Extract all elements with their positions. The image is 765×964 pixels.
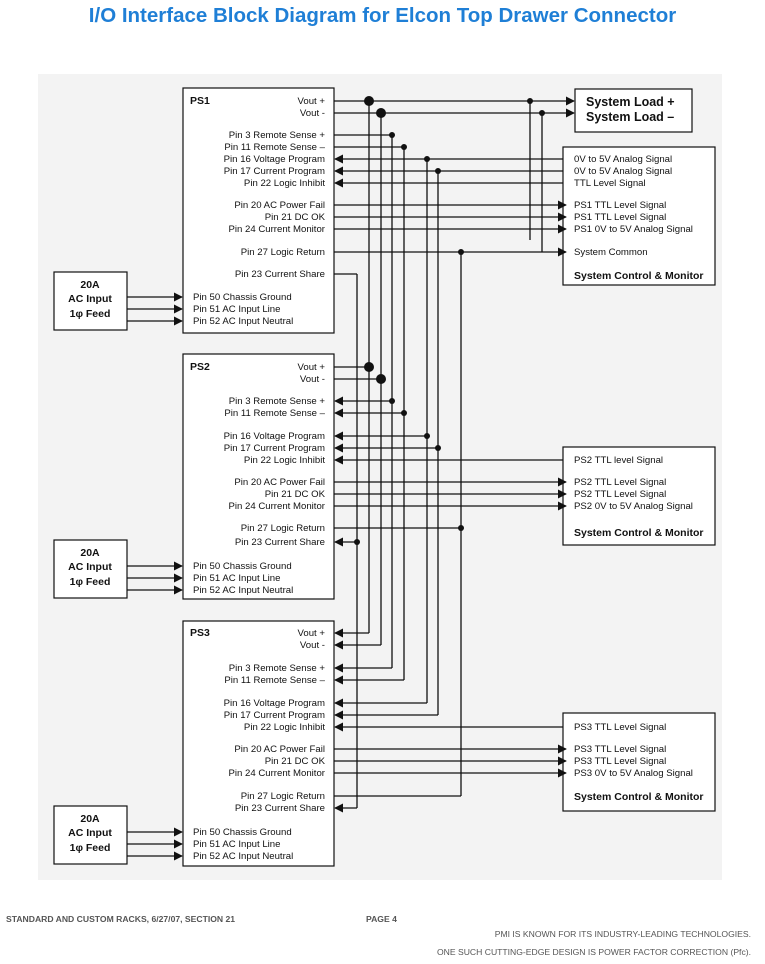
ac-input-label: 20A — [80, 279, 100, 291]
ps3-pin-label: Pin 23 Current Share — [235, 803, 325, 814]
ps2-pin-label: Pin 16 Voltage Program — [224, 431, 325, 442]
ps3-pin-label: Vout + — [298, 628, 326, 639]
ac-input-box-3 — [53, 805, 128, 865]
ps1-pin-label: Pin 24 Current Monitor — [228, 224, 325, 235]
system-load-minus: System Load – — [586, 110, 674, 124]
control-box-1 — [562, 146, 716, 286]
ps1-pin-label: Pin 51 AC Input Line — [193, 304, 280, 315]
ps3-pin-label: Vout - — [300, 640, 325, 651]
footer-tagline-2: ONE SUCH CUTTING-EDGE DESIGN IS POWER FA… — [436, 947, 751, 957]
footer-tagline-1: PMI IS KNOWN FOR ITS INDUSTRY-LEADING TE… — [494, 929, 751, 939]
footer-section: STANDARD AND CUSTOM RACKS, 6/27/07, SECT… — [6, 914, 236, 924]
ps3-pin-labels: Vout + Vout - Pin 3 Remote Sense + Pin 1… — [224, 628, 326, 814]
control-signal-label: PS1 TTL Level Signal — [574, 212, 666, 223]
ps2-pin-label: Pin 52 AC Input Neutral — [193, 585, 293, 596]
ac-input-label: 1φ Feed — [70, 842, 111, 854]
ps2-pin-label: Pin 20 AC Power Fail — [234, 477, 325, 488]
ps1-pin-label: Pin 50 Chassis Ground — [193, 292, 292, 303]
ac-input-box-2 — [53, 539, 128, 599]
ps3-pin-label: Pin 17 Current Program — [224, 710, 325, 721]
ps1-pin-label: Pin 17 Current Program — [224, 166, 325, 177]
ps2-pin-label: Vout - — [300, 374, 325, 385]
ps1-pin-label: Vout + — [298, 96, 326, 107]
ps1-pin-label: Pin 20 AC Power Fail — [234, 200, 325, 211]
ps1-pin-label: Pin 3 Remote Sense + — [229, 130, 326, 141]
ps3-pin-label: Pin 51 AC Input Line — [193, 839, 280, 850]
system-load-box — [574, 88, 693, 133]
ps2-pin-label: Vout + — [298, 362, 326, 373]
control-signal-label: System Common — [574, 247, 648, 258]
control-signal-label: PS3 TTL Level Signal — [574, 722, 666, 733]
ps1-pin-label: Vout - — [300, 108, 325, 119]
ps2-pin-label: Pin 21 DC OK — [265, 489, 326, 500]
ps1-pin-labels: Vout + Vout - Pin 3 Remote Sense + Pin 1… — [224, 96, 326, 280]
ps2-name: PS2 — [190, 361, 210, 373]
ac-input-label: 20A — [80, 813, 100, 825]
footer-page-number: PAGE 4 — [366, 914, 397, 924]
ps3-pin-label: Pin 11 Remote Sense – — [224, 675, 325, 686]
control-signal-label: PS1 0V to 5V Analog Signal — [574, 224, 693, 235]
ps2-pin-label: Pin 23 Current Share — [235, 537, 325, 548]
ps2-pin-labels: Vout + Vout - Pin 3 Remote Sense + Pin 1… — [224, 362, 326, 548]
ac-input-label: AC Input — [68, 827, 112, 839]
control-signal-label: PS1 TTL Level Signal — [574, 200, 666, 211]
ps1-pin-label: Pin 21 DC OK — [265, 212, 326, 223]
ac-input-labels-1: 20A AC Input 1φ Feed — [68, 279, 112, 320]
ps1-pin-label: Pin 52 AC Input Neutral — [193, 316, 293, 327]
ps3-box — [182, 620, 335, 867]
ps3-pin-label: Pin 50 Chassis Ground — [193, 827, 292, 838]
ps3-name: PS3 — [190, 627, 210, 639]
ac-input-label: 20A — [80, 547, 100, 559]
ps1-pin-label: Pin 11 Remote Sense – — [224, 142, 325, 153]
control-signal-label: PS2 TTL Level Signal — [574, 489, 666, 500]
control-signal-label: PS3 TTL Level Signal — [574, 744, 666, 755]
ps3-pin-label: Pin 52 AC Input Neutral — [193, 851, 293, 862]
control-box-2 — [562, 446, 716, 546]
ps3-pin-label: Pin 3 Remote Sense + — [229, 663, 326, 674]
control-signal-label: PS3 0V to 5V Analog Signal — [574, 768, 693, 779]
control-signal-label: TTL Level Signal — [574, 178, 646, 189]
junction-dots — [354, 96, 545, 545]
ps1-name: PS1 — [190, 95, 210, 107]
ac-input-label: 1φ Feed — [70, 308, 111, 320]
ac-input-labels-2: 20A AC Input 1φ Feed — [68, 547, 112, 588]
ps2-pin-label: Pin 27 Logic Return — [241, 523, 325, 534]
control-signal-label: PS3 TTL Level Signal — [574, 756, 666, 767]
ps2-pin-label: Pin 11 Remote Sense – — [224, 408, 325, 419]
ps1-pin-label: Pin 23 Current Share — [235, 269, 325, 280]
ps2-pin-label: Pin 22 Logic Inhibit — [244, 455, 325, 466]
control-box-title: System Control & Monitor — [574, 270, 704, 282]
ps1-box — [182, 87, 335, 334]
control-box-title: System Control & Monitor — [574, 791, 704, 803]
ac-input-label: AC Input — [68, 293, 112, 305]
control-signal-label: 0V to 5V Analog Signal — [574, 166, 672, 177]
ac-input-labels-3: 20A AC Input 1φ Feed — [68, 813, 112, 854]
system-load-plus: System Load + — [586, 95, 675, 109]
ac-input-label: AC Input — [68, 561, 112, 573]
ps3-pin-label: Pin 24 Current Monitor — [228, 768, 325, 779]
ps3-pin-label: Pin 16 Voltage Program — [224, 698, 325, 709]
ac-input-label: 1φ Feed — [70, 576, 111, 588]
ps2-pin-label: Pin 50 Chassis Ground — [193, 561, 292, 572]
ps2-pin-label: Pin 51 AC Input Line — [193, 573, 280, 584]
ps2-pin-label: Pin 17 Current Program — [224, 443, 325, 454]
ps1-pin-label: Pin 16 Voltage Program — [224, 154, 325, 165]
ps1-pin-label: Pin 27 Logic Return — [241, 247, 325, 258]
ps3-pin-label: Pin 27 Logic Return — [241, 791, 325, 802]
diagram-title: I/O Interface Block Diagram for Elcon To… — [88, 4, 677, 27]
ps2-box — [182, 353, 335, 600]
ps1-pin-label: Pin 22 Logic Inhibit — [244, 178, 325, 189]
control-signal-label: PS2 0V to 5V Analog Signal — [574, 501, 693, 512]
ps3-pin-label: Pin 20 AC Power Fail — [234, 744, 325, 755]
control-signal-label: PS2 TTL Level Signal — [574, 477, 666, 488]
ac-input-box-1 — [53, 271, 128, 331]
ps2-pin-label: Pin 24 Current Monitor — [228, 501, 325, 512]
ps2-pin-label: Pin 3 Remote Sense + — [229, 396, 326, 407]
ps3-pin-label: Pin 21 DC OK — [265, 756, 326, 767]
control-signal-label: PS2 TTL level Signal — [574, 455, 663, 466]
control-box-title: System Control & Monitor — [574, 527, 704, 539]
control-signal-label: 0V to 5V Analog Signal — [574, 154, 672, 165]
ps3-pin-label: Pin 22 Logic Inhibit — [244, 722, 325, 733]
